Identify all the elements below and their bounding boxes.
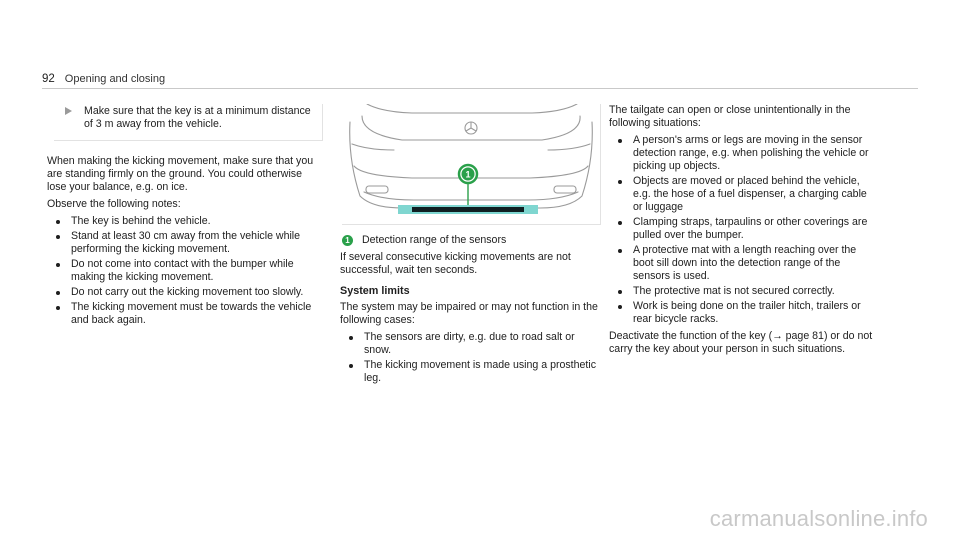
bullet-list: A person's arms or legs are moving in th… [609,134,874,326]
header-rule [42,88,918,89]
list-item: Work is being done on the trailer hitch,… [609,300,874,326]
list-item: The kicking movement must be towards the… [47,301,322,327]
detection-zone-center [412,207,524,212]
list-item: Stand at least 30 cm away from the vehic… [47,230,322,256]
paragraph: The tailgate can open or close unintenti… [609,104,851,129]
callout-number-badge: 1 [342,235,353,246]
paragraph: The system may be impaired or may not fu… [340,301,598,326]
column-2: 1 1 Detection range of the sensors If se… [340,104,602,389]
left-exhaust [365,185,389,194]
section-title: Opening and closing [64,73,166,85]
lower-bumper-line [363,191,579,201]
paragraph: If several consecutive kicking movements… [340,251,571,276]
list-item: Do not carry out the kicking movement to… [47,286,322,299]
section-heading: System limits [340,285,410,297]
tailgate-outline [361,115,581,141]
right-light [547,143,591,151]
list-item: The kicking movement is made using a pro… [340,359,602,385]
list-item: The sensors are dirty, e.g. due to road … [340,331,602,357]
list-item: Objects are moved or placed behind the v… [609,175,874,214]
list-item: Clamping straps, tarpaulins or other cov… [609,216,874,242]
list-item: A protective mat with a length reaching … [609,244,874,283]
list-item: A person's arms or legs are moving in th… [609,134,874,173]
page-header: 92 Opening and closing [42,73,165,86]
left-light [351,143,395,151]
figure-caption: 1 Detection range of the sensors [340,234,602,247]
callout-badge-number: 1 [465,170,470,180]
note-text: Make sure that the key is at a minimum d… [84,105,311,130]
rear-window-line [366,104,578,114]
right-exhaust [553,185,577,194]
list-item: The key is behind the vehicle. [47,215,322,228]
column-1: Make sure that the key is at a minimum d… [47,104,323,331]
paragraph: Deactivate the function of the key (→ pa… [609,330,873,355]
callout-badge [461,167,475,181]
note-box: Make sure that the key is at a minimum d… [54,104,323,141]
page-number: 92 [42,73,55,85]
list-item: Do not come into contact with the bumper… [47,258,322,284]
bullet-list: The sensors are dirty, e.g. due to road … [340,331,602,385]
paragraph: Observe the following notes: [47,198,181,210]
caption-text: Detection range of the sensors [362,234,507,246]
arrow-right-icon [65,107,72,115]
car-rear-illustration: 1 [349,104,593,214]
figure-rear-sensor-diagram: 1 [342,104,601,225]
column-3: The tailgate can open or close unintenti… [609,104,874,360]
paragraph: When making the kicking movement, make s… [47,155,314,193]
list-item: The protective mat is not secured correc… [609,285,874,298]
watermark: carmanualsonline.info [709,506,928,531]
bullet-list: The key is behind the vehicle. Stand at … [47,215,322,327]
